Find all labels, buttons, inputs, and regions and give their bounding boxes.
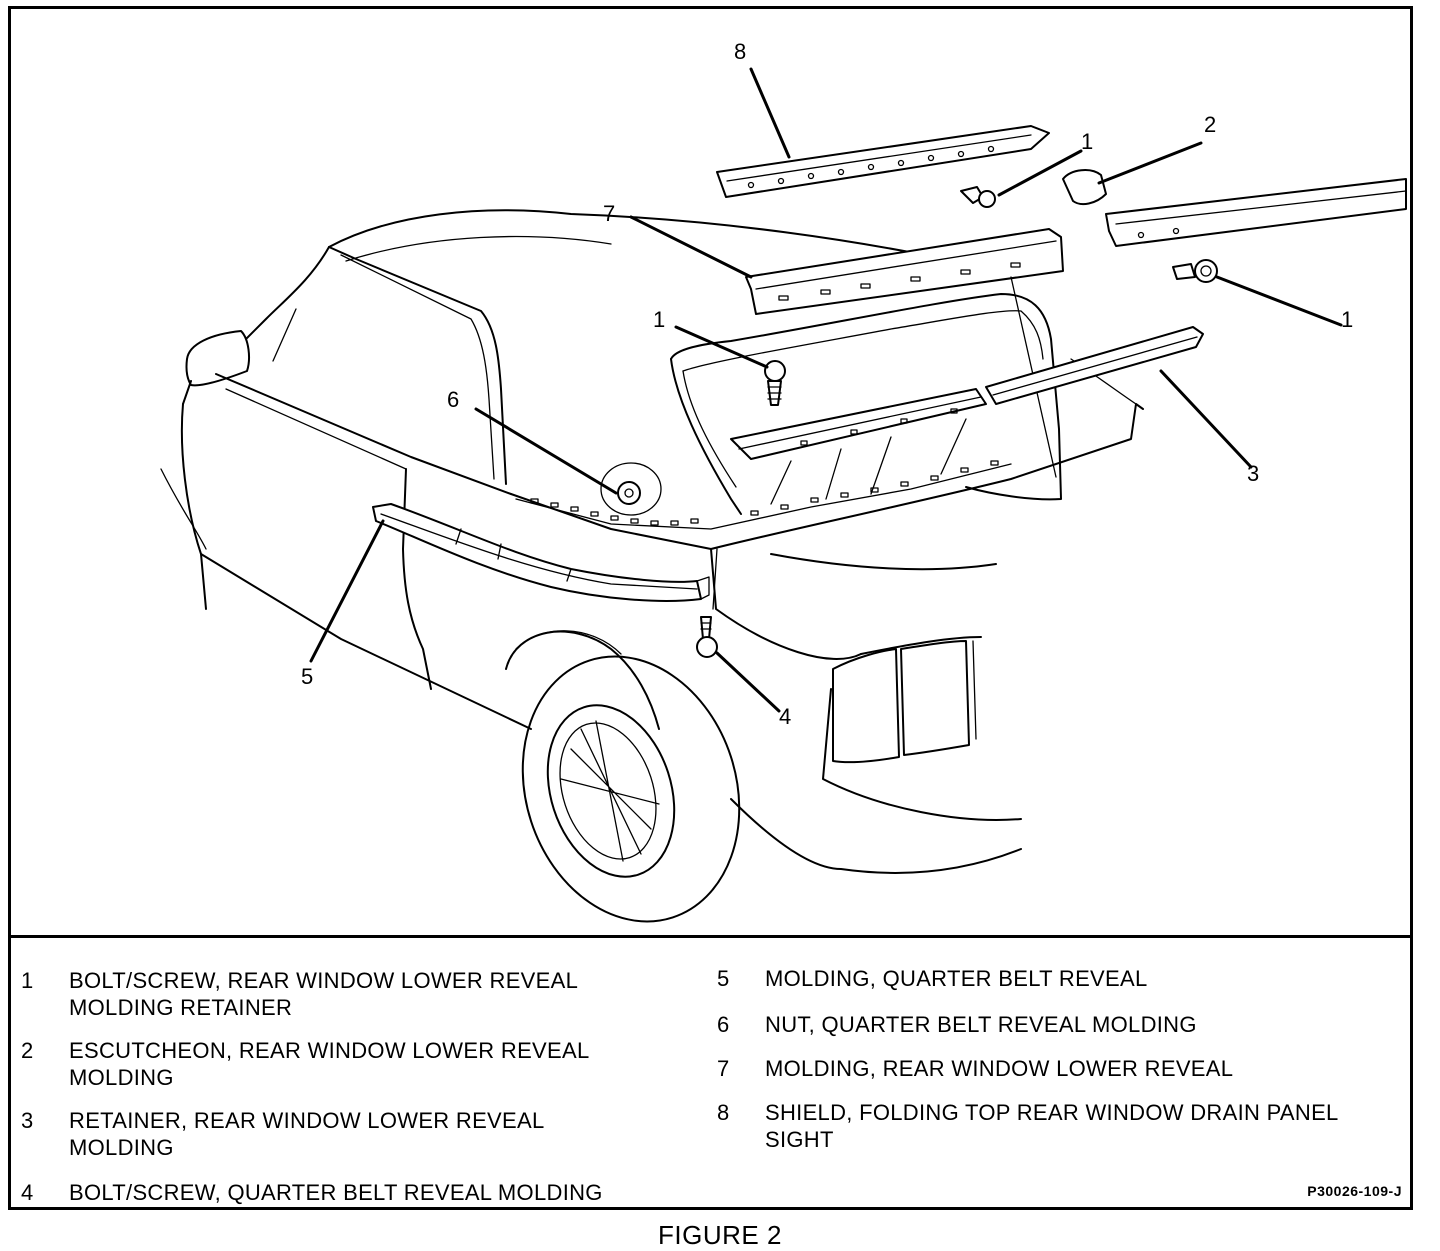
legend-divider [11,935,1410,938]
part-quarter-belt-molding [372,503,710,602]
legend-text: MOLDING, QUARTER BELT REVEAL [765,966,1148,991]
legend-text: BOLT/SCREW, QUARTER BELT REVEAL MOLDING [69,1180,603,1205]
legend-text: ESCUTCHEON, REAR WINDOW LOWER REVEAL MOL… [69,1038,590,1090]
callout-1-right: 1 [1341,307,1353,332]
callout-7: 7 [603,201,615,226]
legend-text: RETAINER, REAR WINDOW LOWER REVEAL MOLDI… [69,1108,545,1160]
fasteners [600,186,1218,658]
part-shield-drain-panel [716,125,1050,198]
callout-5: 5 [301,664,313,689]
callout-3: 3 [1247,461,1259,486]
callout-numbers: 8 1 2 7 1 1 6 3 5 4 [301,39,1353,729]
car-body [160,209,1144,923]
part-retainer [730,326,1204,505]
retainer-holes [530,460,999,526]
legend-number: 1 [21,968,34,993]
legend-number: 5 [717,966,730,991]
leader-lines [309,67,1343,713]
part-escutcheon [1062,169,1407,247]
callout-6: 6 [447,387,459,412]
callout-1-middle: 1 [653,307,665,332]
parts-legend: 1 BOLT/SCREW, REAR WINDOW LOWER REVEAL M… [11,941,1410,1207]
legend-text: SHIELD, FOLDING TOP REAR WINDOW DRAIN PA… [765,1100,1339,1152]
exploded-view-drawing: 8 1 2 7 1 1 6 3 5 4 [160,39,1407,923]
figure-caption: FIGURE 2 [658,1220,782,1250]
legend-number: 4 [21,1180,34,1205]
callout-2: 2 [1204,112,1216,137]
legend-text: NUT, QUARTER BELT REVEAL MOLDING [765,1012,1197,1037]
legend-text: BOLT/SCREW, REAR WINDOW LOWER REVEAL MOL… [69,968,579,1020]
legend-number: 3 [21,1108,34,1133]
callout-4: 4 [779,704,791,729]
callout-1-top: 1 [1081,129,1093,154]
part-code: P30026-109-J [1307,1183,1402,1199]
figure-frame: 8 1 2 7 1 1 6 3 5 4 1 BOLT/SCREW, REAR W… [8,6,1413,1210]
legend-number: 6 [717,1012,730,1037]
legend-number: 8 [717,1100,730,1125]
legend-text: MOLDING, REAR WINDOW LOWER REVEAL [765,1056,1234,1081]
callout-8: 8 [734,39,746,64]
legend-number: 2 [21,1038,34,1063]
legend-number: 7 [717,1056,730,1081]
part-rear-window-molding [745,228,1064,478]
